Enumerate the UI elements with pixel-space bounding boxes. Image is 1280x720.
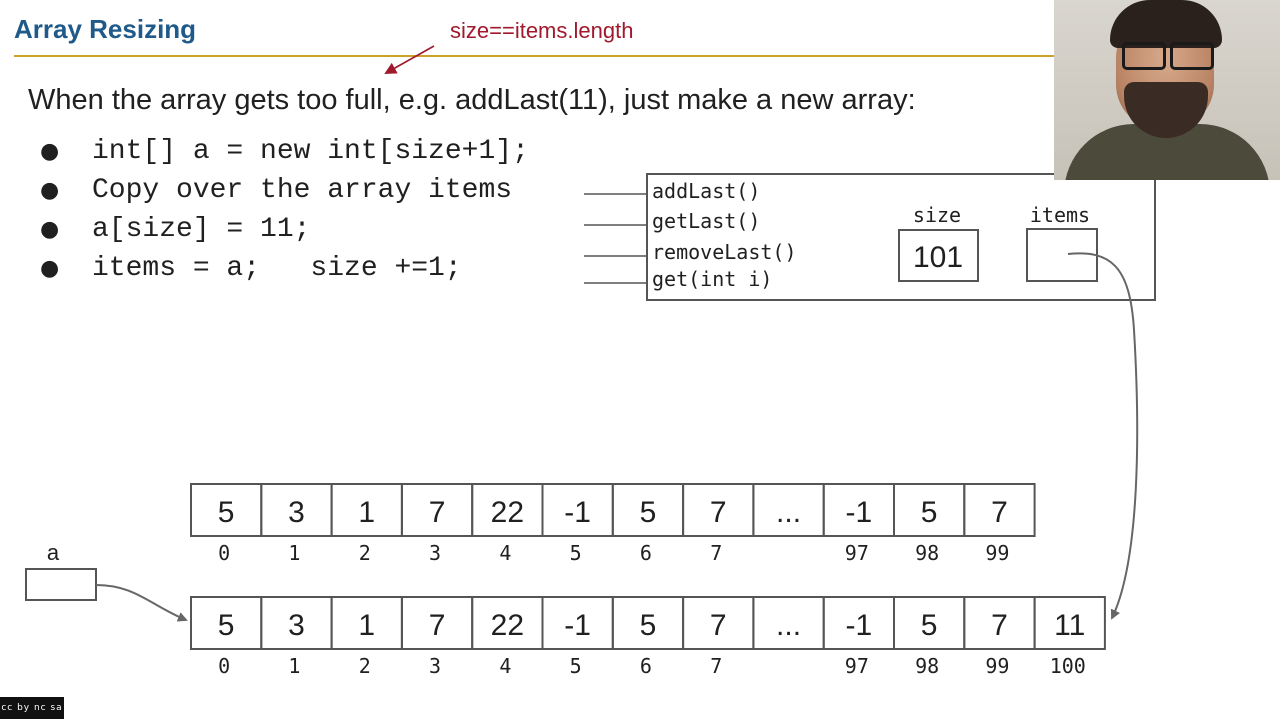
array-cell-value: ...: [776, 609, 801, 642]
array-cell-value: ...: [776, 496, 801, 529]
array-cell-value: 22: [491, 609, 524, 642]
object-box: [646, 173, 1156, 301]
method-label: getLast(): [652, 209, 760, 233]
size-annotation: size==items.length: [450, 18, 634, 43]
array-index-label: 5: [570, 654, 582, 678]
array-cell: [963, 483, 1036, 537]
array-cell-value: 7: [991, 609, 1008, 642]
presenter-glasses: [1120, 42, 1214, 70]
array-index-label: 100: [1050, 654, 1086, 678]
array-index-label: 6: [640, 654, 652, 678]
array-index-label: 3: [429, 654, 441, 678]
array-index-label: 6: [640, 541, 652, 565]
array-cell-value: 11: [1054, 609, 1085, 642]
method-label: addLast(): [652, 179, 760, 203]
bullet-text: Copy over the array items: [92, 175, 513, 206]
array-cell-value: -1: [564, 496, 591, 529]
array-index-label: 99: [985, 654, 1009, 678]
bullet-dot: ●: [40, 217, 60, 242]
slide-title: Array Resizing: [14, 14, 197, 44]
array-index-label: 98: [915, 654, 939, 678]
old-array: 5 0 3 1 1 2 7 3 22 4 -1 5 5 6 7 7... -1 97 5 98 7 99: [190, 483, 1036, 565]
array-cell-value: 7: [991, 496, 1008, 529]
array-cell-value: 7: [710, 609, 727, 642]
bullet-text: int[] a = new int[size+1];: [92, 136, 529, 167]
array-cell-value: 3: [288, 496, 305, 529]
array-index-label: 7: [710, 654, 722, 678]
title-rule: [14, 55, 1059, 57]
array-cell-value: -1: [564, 609, 591, 642]
array-cell-value: 1: [358, 609, 375, 642]
array-cell-value: 7: [710, 496, 727, 529]
size-field-box: [898, 229, 979, 282]
array-cell-value: 5: [640, 609, 657, 642]
array-index-label: 7: [710, 541, 722, 565]
pointer-a-box: [25, 568, 97, 601]
bullet-item: ● items = a; size +=1;: [40, 249, 529, 288]
intro-text: When the array gets too full, e.g. addLa…: [28, 84, 916, 116]
array-cell-value: 5: [640, 496, 657, 529]
array-cell-value: 7: [429, 609, 446, 642]
array-cell-value: 7: [429, 496, 446, 529]
size-field-label: size: [913, 203, 961, 227]
annotation-arrow: [384, 45, 435, 74]
array-index-label: 3: [429, 541, 441, 565]
array-index-label: 98: [915, 541, 939, 565]
array-cell-value: 3: [288, 609, 305, 642]
array-cell: [1033, 596, 1106, 650]
items-field-box: [1026, 228, 1098, 282]
items-field-label: items: [1030, 203, 1090, 227]
array-index-label: 2: [359, 541, 371, 565]
array-cell-value: -1: [846, 609, 873, 642]
bullet-text: a[size] = 11;: [92, 214, 311, 245]
array-index-label: 97: [845, 654, 869, 678]
array-cell-value: 5: [218, 609, 235, 642]
bullet-text: items = a; size +=1;: [92, 253, 462, 284]
array-cell-value: 22: [491, 496, 524, 529]
array-index-label: 1: [288, 654, 300, 678]
pointer-a-arrow: [95, 584, 188, 622]
array-cell-value: 1: [358, 496, 375, 529]
cc-license-icon: cc by nc sa: [0, 697, 64, 719]
bullet-list: ● int[] a = new int[size+1]; ● Copy over t…: [40, 132, 529, 288]
array-cell-value: 5: [218, 496, 235, 529]
array-index-label: 5: [570, 541, 582, 565]
method-stubs: [584, 193, 647, 284]
items-pointer-arrow: [1067, 252, 1139, 620]
bullet-item: ● a[size] = 11;: [40, 210, 529, 249]
array-cell-value: 5: [921, 609, 938, 642]
size-field-value: 101: [913, 241, 963, 274]
array-index-label: 2: [359, 654, 371, 678]
array-cell-value: -1: [846, 496, 873, 529]
array-index-label: 1: [288, 541, 300, 565]
bullet-dot: ●: [40, 256, 60, 281]
pointer-a-label: a: [47, 540, 60, 565]
bullet-dot: ●: [40, 139, 60, 164]
array-index-label: 0: [218, 654, 230, 678]
bullet-item: ● Copy over the array items: [40, 171, 529, 210]
method-label: get(int i): [652, 267, 772, 291]
array-index-label: 0: [218, 541, 230, 565]
bullet-dot: ●: [40, 178, 60, 203]
array-index-label: 97: [845, 541, 869, 565]
presenter-hair: [1110, 0, 1222, 48]
array-cell-value: 5: [921, 496, 938, 529]
method-label: removeLast(): [652, 240, 797, 264]
presenter-webcam: [1054, 0, 1280, 180]
array-index-label: 99: [985, 541, 1009, 565]
array-index-label: 4: [499, 541, 511, 565]
bullet-item: ● int[] a = new int[size+1];: [40, 132, 529, 171]
array-index-label: 4: [499, 654, 511, 678]
